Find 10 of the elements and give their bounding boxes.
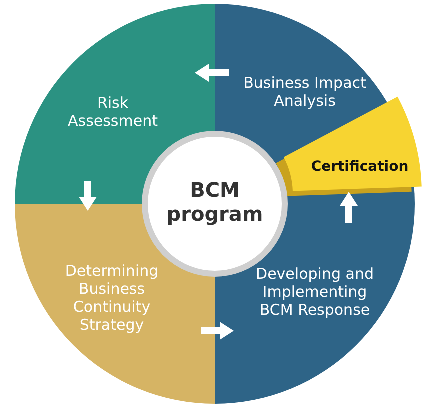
segment-label: Certification — [310, 158, 410, 176]
arrow — [195, 64, 229, 82]
arrow — [79, 181, 97, 211]
center-label: BCM program — [166, 178, 264, 226]
segment-label: Business Impact Analysis — [242, 74, 368, 110]
segment-label: Risk Assessment — [67, 94, 159, 130]
segment-label: Developing and Implementing BCM Response — [255, 265, 375, 319]
arrow — [340, 192, 358, 223]
segment-label: Determining Business Continuity Strategy — [64, 262, 160, 334]
arrow — [201, 322, 234, 340]
